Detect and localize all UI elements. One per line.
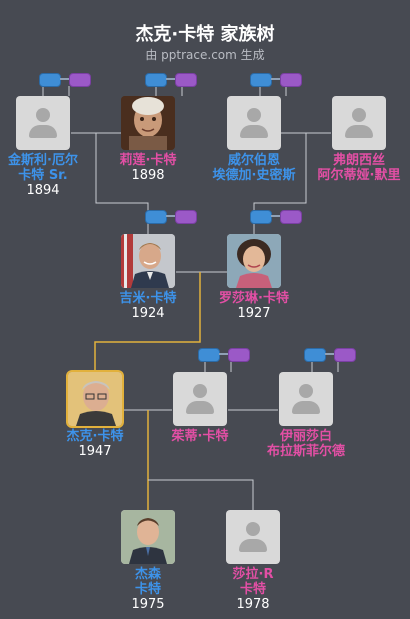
person-name: 吉米·卡特 (119, 291, 177, 306)
branch-toggle[interactable] (145, 210, 199, 224)
person-name: 杰克·卡特 (66, 429, 124, 444)
person-name: 罗莎琳·卡特 (219, 291, 289, 306)
diagram-title: 杰克·卡特 家族树 (135, 24, 275, 45)
person-name: 金斯利·厄尔卡特 Sr. (8, 153, 78, 183)
person-card-jack[interactable]: 杰克·卡特 1947 (45, 370, 145, 460)
person-card-elizabeth[interactable]: 伊丽莎白布拉斯菲尔德 (256, 372, 356, 459)
lineage-line (94, 272, 201, 372)
person-name: 威尔伯恩埃德加·史密斯 (212, 153, 296, 183)
branch-toggle[interactable] (250, 73, 304, 87)
expand-maternal-button[interactable] (280, 210, 302, 224)
expand-paternal-button[interactable] (304, 348, 326, 362)
expand-maternal-button[interactable] (69, 73, 91, 87)
portrait-photo (121, 234, 175, 288)
birth-year: 1947 (78, 444, 112, 459)
birth-year: 1894 (26, 183, 60, 198)
expand-maternal-button[interactable] (228, 348, 250, 362)
birth-year: 1924 (131, 306, 165, 321)
portrait-photo (121, 510, 175, 564)
expand-paternal-button[interactable] (39, 73, 61, 87)
person-card-frances[interactable]: 弗朗西丝阿尔蒂娅·默里 (309, 96, 409, 183)
portrait-photo (66, 370, 124, 428)
expand-maternal-button[interactable] (334, 348, 356, 362)
expand-paternal-button[interactable] (250, 210, 272, 224)
avatar-placeholder-icon (226, 510, 280, 564)
expand-paternal-button[interactable] (198, 348, 220, 362)
person-card-jason[interactable]: 杰森卡特 1975 (98, 510, 198, 613)
birth-year: 1927 (237, 306, 271, 321)
branch-toggle[interactable] (39, 73, 93, 87)
person-name: 杰森卡特 (134, 567, 161, 597)
avatar-placeholder-icon (279, 372, 333, 426)
expand-maternal-button[interactable] (175, 210, 197, 224)
avatar-placeholder-icon (173, 372, 227, 426)
avatar-placeholder-icon (332, 96, 386, 150)
person-card-jimmy[interactable]: 吉米·卡特 1924 (98, 234, 198, 322)
branch-toggle[interactable] (250, 210, 304, 224)
diagram-subtitle: 由 pptrace.com 生成 (145, 48, 265, 62)
expand-paternal-button[interactable] (145, 73, 167, 87)
person-name: 茱蒂·卡特 (171, 429, 229, 444)
portrait-photo (121, 96, 175, 150)
birth-year: 1898 (131, 168, 165, 183)
person-name: 弗朗西丝阿尔蒂娅·默里 (317, 153, 401, 183)
expand-paternal-button[interactable] (145, 210, 167, 224)
portrait-photo (227, 234, 281, 288)
avatar-placeholder-icon (227, 96, 281, 150)
parent-child-line (148, 479, 254, 510)
person-card-james-sr[interactable]: 金斯利·厄尔卡特 Sr. 1894 (0, 96, 93, 199)
person-card-judy[interactable]: 茱蒂·卡特 (150, 372, 250, 444)
person-card-rosalynn[interactable]: 罗莎琳·卡特 1927 (204, 234, 304, 322)
person-card-wilburn[interactable]: 威尔伯恩埃德加·史密斯 (204, 96, 304, 183)
person-name: 伊丽莎白布拉斯菲尔德 (266, 429, 345, 459)
avatar-placeholder-icon (16, 96, 70, 150)
expand-maternal-button[interactable] (175, 73, 197, 87)
person-name: 莉莲·卡特 (119, 153, 177, 168)
branch-toggle[interactable] (145, 73, 199, 87)
expand-paternal-button[interactable] (250, 73, 272, 87)
birth-year: 1978 (236, 597, 270, 612)
person-card-lillian[interactable]: 莉莲·卡特 1898 (98, 96, 198, 184)
expand-maternal-button[interactable] (280, 73, 302, 87)
birth-year: 1975 (131, 597, 165, 612)
branch-toggle[interactable] (304, 348, 358, 362)
branch-toggle[interactable] (198, 348, 252, 362)
